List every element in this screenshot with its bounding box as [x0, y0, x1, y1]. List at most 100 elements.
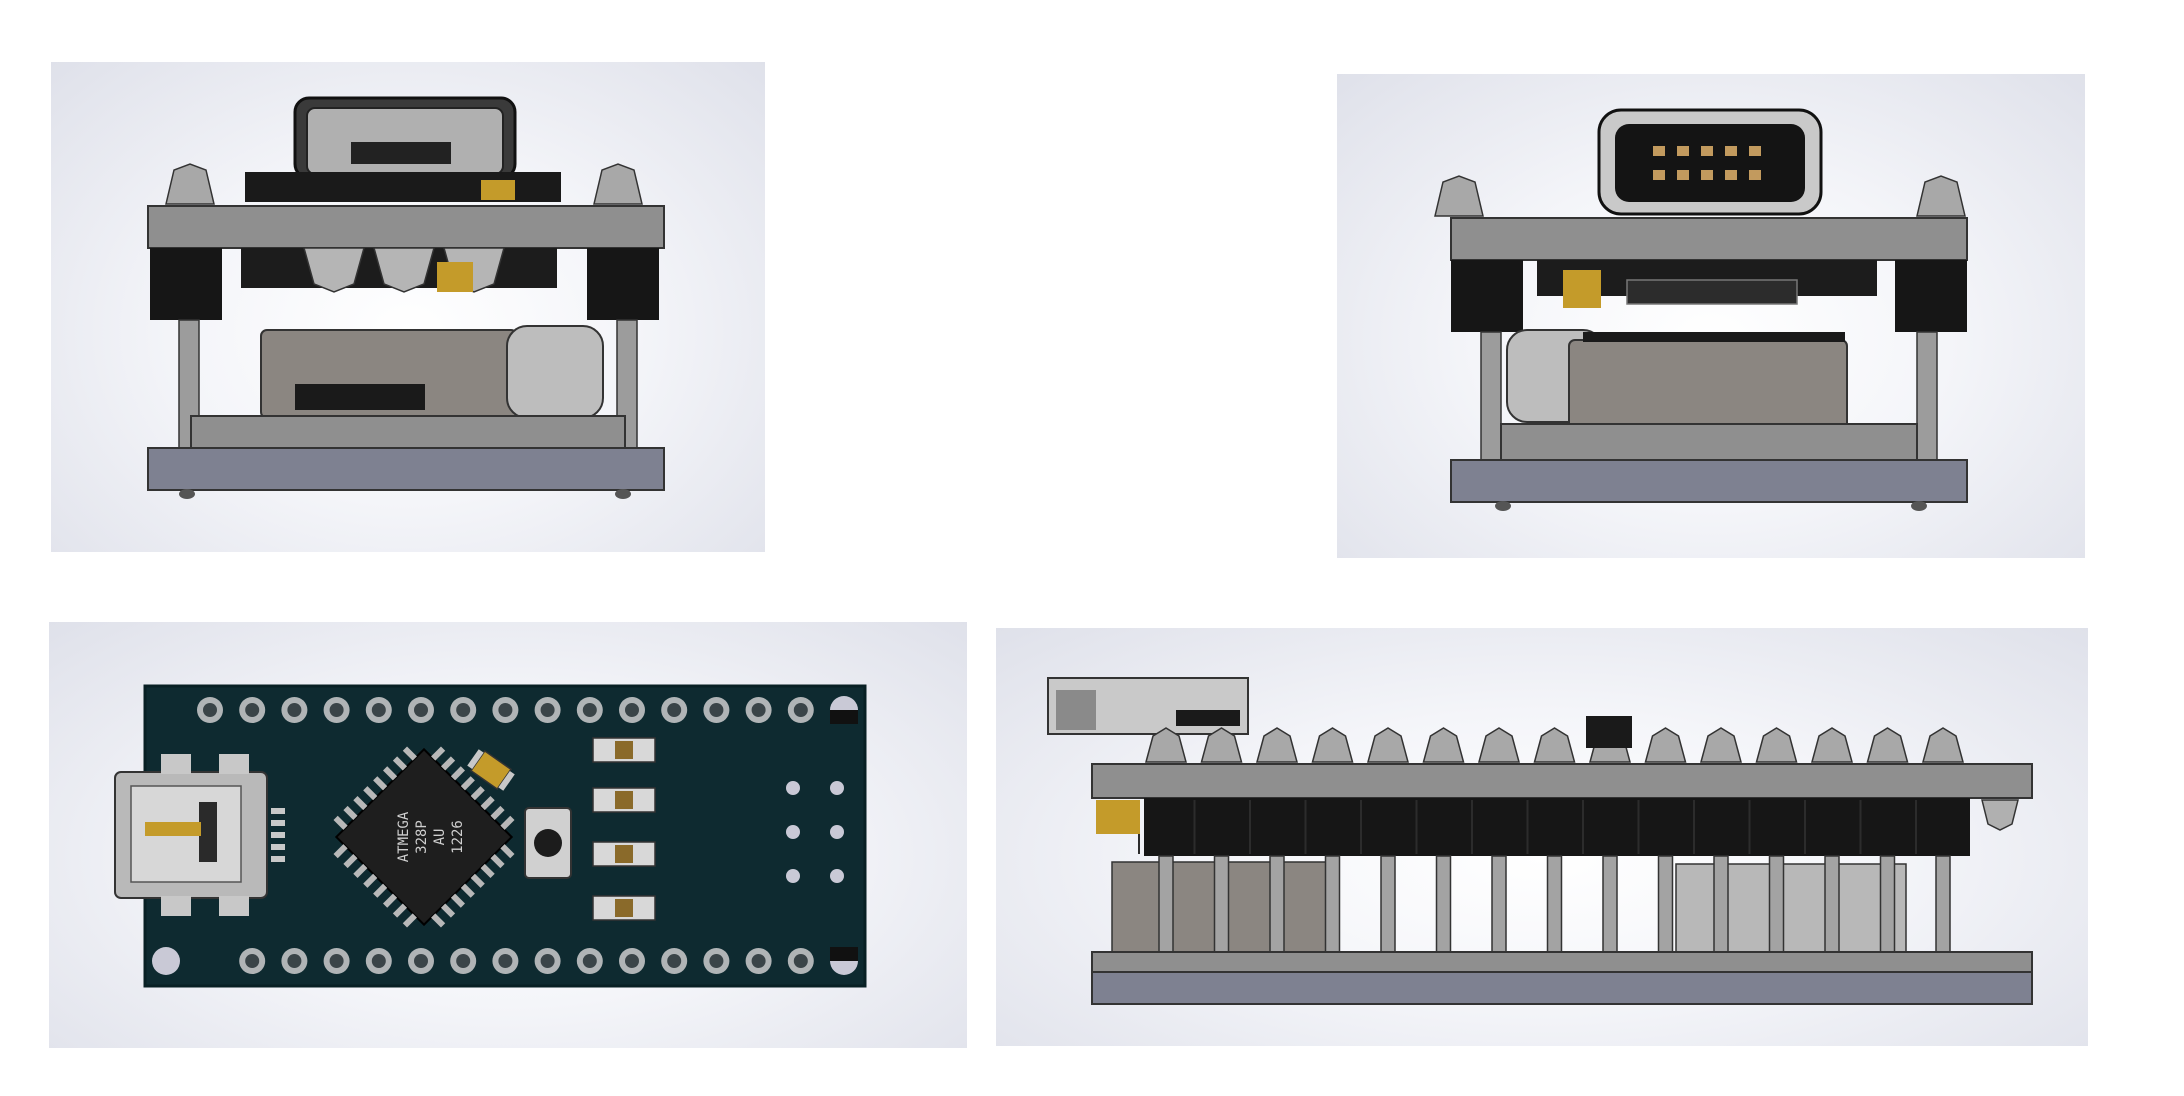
header-pad-hole — [203, 703, 217, 717]
chip-pin — [480, 795, 495, 811]
led-lens — [615, 899, 633, 917]
chip-pin — [431, 746, 446, 761]
header-pad-hole — [625, 703, 639, 717]
right-header-block — [1895, 260, 1967, 332]
rear-view-panel — [1337, 74, 2085, 558]
header-pad-hole — [667, 954, 682, 968]
header-pad-hole — [329, 954, 344, 968]
header-pin — [1824, 855, 1840, 953]
crystal-top — [481, 180, 515, 200]
usb-connector-end — [1056, 690, 1096, 730]
left-header-block — [150, 248, 222, 320]
crystal-bottom — [1563, 270, 1601, 308]
pin-cone — [1478, 727, 1520, 763]
header-pin — [1324, 855, 1341, 953]
base-plate — [147, 447, 665, 491]
chip-pin — [500, 815, 515, 830]
header-pad-hole — [414, 954, 428, 968]
status-leds — [592, 737, 656, 921]
chip-pin — [333, 844, 348, 859]
header-pad-hole — [582, 703, 597, 717]
header-pad-hole — [709, 703, 724, 717]
right-standoff — [1916, 331, 1938, 461]
pin-cones — [1145, 727, 1964, 763]
crystal-side — [1096, 800, 1140, 834]
mcu-chip: ATMEGA 328P AU 1226 — [333, 746, 515, 928]
header-pad-hole — [582, 954, 597, 968]
header-pin — [1269, 855, 1285, 953]
chip-pin — [460, 776, 475, 791]
header-pin — [1546, 855, 1563, 953]
capacitor-side — [1675, 863, 1907, 953]
chip-marking-line3: AU — [432, 829, 448, 846]
base-plate — [1450, 459, 1968, 503]
header-pad-hole — [540, 954, 555, 968]
lower-pcb-edge — [1500, 423, 1918, 461]
mount-hole-bottom-left — [152, 947, 180, 975]
chip-pin — [392, 756, 408, 771]
usb-tab — [351, 142, 451, 164]
chip-pin — [490, 853, 505, 869]
header-pad-hole — [793, 703, 808, 717]
left-standoff — [1480, 331, 1502, 461]
usb-latch — [199, 802, 217, 862]
header-pad-hole — [667, 703, 682, 717]
front-view-panel — [51, 62, 765, 552]
chip-pin — [382, 893, 398, 908]
chip-marking-line2: 328P — [414, 820, 430, 854]
pin-cones — [1434, 175, 1966, 217]
usb-contacts — [1653, 146, 1761, 180]
header-pin — [1602, 855, 1618, 953]
header-pin — [1879, 855, 1896, 953]
header-pad-hole — [540, 703, 555, 717]
header-row-top — [197, 697, 814, 723]
coin-cell-clip — [295, 384, 425, 410]
header-pad-hole — [498, 703, 513, 717]
mount-hole-top-right-mask — [830, 710, 858, 724]
pin-cone — [1866, 727, 1909, 763]
header-pad-hole — [709, 954, 724, 968]
header-pad-hole — [414, 703, 428, 717]
top-pcb-edge — [1091, 763, 2033, 799]
usb-connector-face — [306, 107, 504, 175]
chip-pin — [460, 883, 475, 898]
crystal-bottom — [437, 262, 473, 292]
led-lens — [615, 845, 633, 863]
header-pad-hole — [245, 954, 260, 968]
reset-button-cap[interactable] — [534, 829, 562, 857]
chip-pin — [343, 805, 358, 821]
underside-cones — [303, 247, 505, 293]
chip-pin — [440, 903, 456, 918]
header-pin — [1491, 855, 1507, 953]
pin-cone — [1200, 727, 1243, 763]
header-pad-hole — [287, 703, 302, 717]
header-strip — [1144, 798, 1970, 856]
chip-pin — [353, 795, 368, 811]
header-ribs — [1138, 800, 1917, 854]
header-pin — [1657, 855, 1674, 953]
reset-button-side — [1586, 716, 1632, 748]
usb-gold-contact — [145, 822, 201, 836]
right-header-block — [587, 248, 659, 320]
front-view-drawing — [147, 96, 665, 499]
icsp-holes — [786, 781, 844, 883]
pin-cone — [1811, 727, 1853, 763]
chip-pin — [353, 863, 368, 879]
side-view-drawing — [1047, 677, 2033, 1005]
header-pin — [1158, 855, 1174, 953]
chip-pin — [382, 766, 398, 781]
top-pcb-edge — [1450, 217, 1968, 261]
usb-tab-bottom-right — [219, 896, 249, 916]
chip-pin — [373, 883, 388, 898]
usb-underside — [1626, 279, 1798, 305]
usb-tab-top-right — [219, 754, 249, 774]
usb-tab-top-left — [161, 754, 191, 774]
header-pad-hole — [456, 954, 471, 968]
chip-marking: ATMEGA 328P AU 1226 — [396, 811, 466, 862]
pin-cone — [1422, 727, 1465, 763]
chip-pin — [402, 746, 417, 761]
pin-cone — [1644, 727, 1687, 763]
capacitor — [506, 325, 604, 419]
chip-pin — [343, 853, 358, 869]
pin-cone — [1700, 727, 1742, 763]
